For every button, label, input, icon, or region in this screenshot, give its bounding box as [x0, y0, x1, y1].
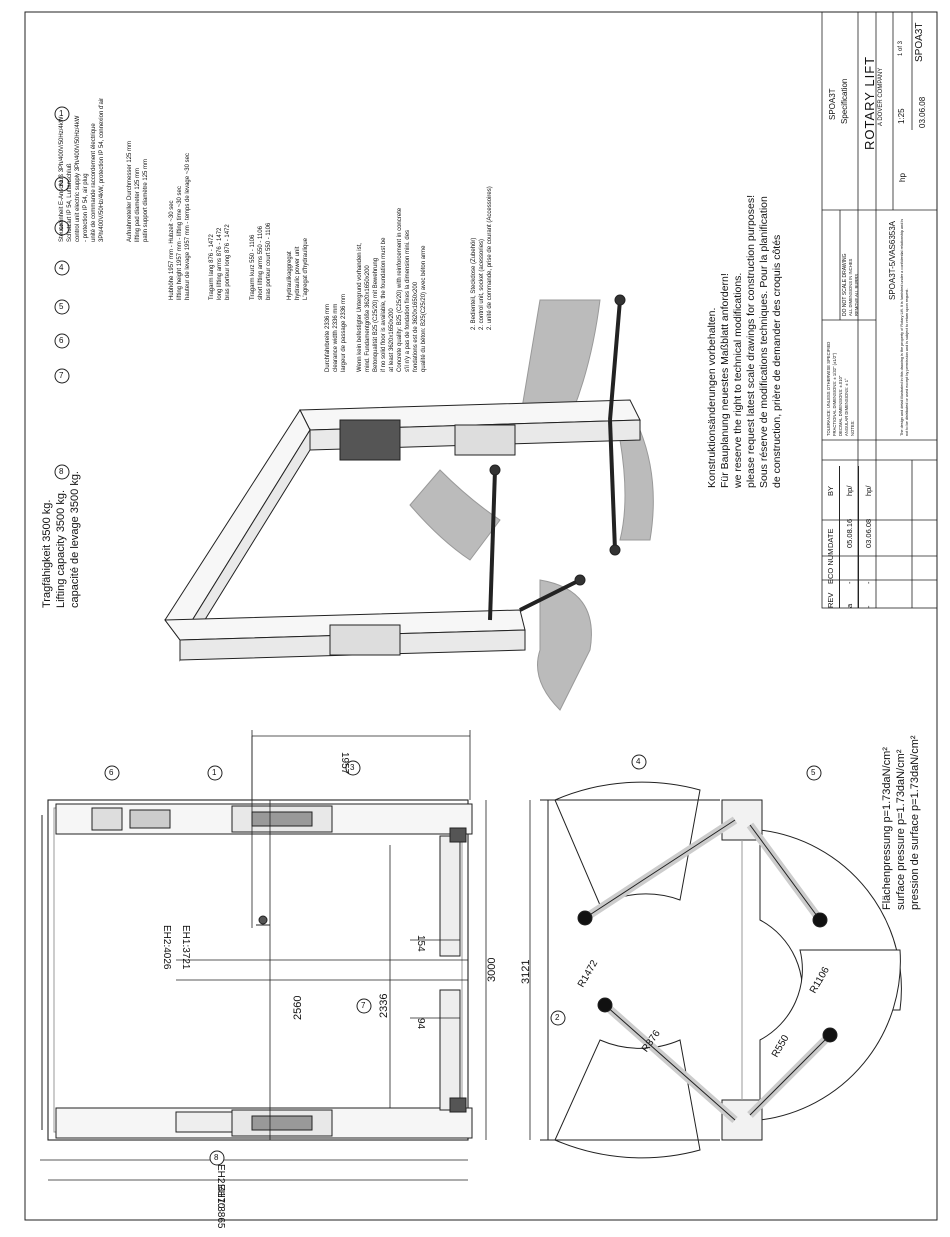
legend-1: Steuereinheit E-Anschluß 3Ph/400V/50Hz/4… — [59, 97, 105, 242]
tb-scale: 1:25 — [897, 108, 906, 124]
modification-notice: Konstruktionsänderungen vorbehalten. Für… — [706, 195, 783, 488]
tb-brand: ROTARY LIFT — [862, 55, 877, 150]
top-view-dimensions — [40, 730, 531, 1181]
tb-doctype: Specification — [840, 78, 849, 124]
callouts — [54, 106, 822, 1166]
legend-7: Durchfahrbreite 2336 mm clearance width … — [325, 207, 427, 372]
dim-3121: 3121 — [520, 959, 532, 984]
callout-4-armview: 4 — [636, 757, 641, 766]
rev-header: REV ECO NUM DATE BY — [822, 466, 840, 608]
rev-row-2: - - 03.06.08 hp/ — [863, 485, 873, 608]
tb-date: 03.06.08 — [918, 96, 927, 128]
title-block-frame — [821, 11, 938, 609]
legend-6: Hydraulikaggregat hydraulic power unit L… — [287, 237, 309, 300]
tb-product: SPOA3T — [828, 88, 837, 120]
dim-1957: 1957 — [339, 752, 350, 775]
tb-sheet: 1 of 3 — [898, 40, 904, 56]
callout-3-topview: 3 — [350, 763, 355, 772]
dim-eh1-3865: EH1:3865 — [215, 1184, 226, 1229]
callout-5: 5 — [59, 302, 64, 311]
surface-pressure: Flächenpressung p=1.73daN/cm² surface pr… — [881, 735, 921, 910]
callout-6: 6 — [59, 336, 64, 345]
callout-3: 3 — [59, 223, 64, 232]
dim-2336: 2336 — [378, 993, 390, 1018]
rev-row-1: a - 05.08.16 hp/ — [840, 466, 859, 608]
legend-8: 2. Bedienteil, Steckdose (Zubehör) 2. co… — [471, 186, 493, 330]
capacity-text: Tragfähigkeit 3500 kg. Lifting capacity … — [40, 471, 82, 608]
capacity-en: Lifting capacity 3500 kg. — [55, 489, 67, 608]
callout-8: 8 — [59, 467, 64, 476]
tb-drawn-by: hp — [898, 173, 907, 182]
tb-confidential: The design and detail illustrated in thi… — [900, 218, 909, 436]
dim-3000: 3000 — [486, 957, 498, 982]
legend-4: Tragarm lang 876 - 1472 long lifting arm… — [209, 224, 231, 300]
callout-4: 4 — [59, 263, 64, 272]
callout-5-armview: 5 — [811, 768, 816, 777]
callout-7: 7 — [59, 371, 64, 380]
legend-5: Tragarm kurz 550 - 1106 short lifting ar… — [250, 222, 272, 300]
callout-1: 1 — [59, 109, 64, 118]
capacity-fr: capacité de levage 3500 kg. — [69, 471, 81, 608]
revision-table: REV ECO NUM DATE BY a - 05.08.16 hp/ - -… — [822, 466, 877, 608]
legend-3: Hubhöhe 1957 mm - Hubzeit ~30 sec liftin… — [169, 153, 191, 300]
arm-swing-view — [540, 781, 902, 1159]
capacity-de: Tragfähigkeit 3500 kg. — [41, 499, 53, 608]
isometric-view — [164, 294, 654, 711]
callout-6-topview: 6 — [109, 768, 114, 777]
dim-eh2-4026: EH2:4026 — [161, 925, 172, 970]
top-view — [41, 799, 473, 1141]
dim-94: 94 — [415, 1018, 426, 1030]
tb-tolerance: TOLERANCE: UNLESS OTHERWISE SPECIFIED FR… — [826, 341, 855, 436]
dim-eh1-3721: EH1:3721 — [180, 925, 191, 970]
tb-scale-notes: DO NOT SCALE DRAWING ALL DIMENSIONS IN I… — [842, 253, 859, 316]
sheet-border — [24, 11, 938, 1221]
callout-8-topview: 8 — [214, 1153, 219, 1162]
dim-154: 154 — [415, 935, 426, 952]
callout-1-topview: 1 — [212, 768, 217, 777]
dim-2560: 2560 — [292, 995, 304, 1020]
legend-2: Aufnahmeteller Durchmesser 125 mm liftin… — [127, 140, 149, 242]
tb-drawing-no: SPOA3T-5/VAS6353A — [888, 220, 897, 300]
callout-2: 2 — [59, 179, 64, 188]
tb-doc-id: SPOA3T — [914, 22, 925, 62]
tb-brand-sub: A DOVER COMPANY — [878, 67, 884, 126]
callout-2-armview: 2 — [555, 1013, 560, 1022]
callout-7-topview: 7 — [361, 1001, 366, 1010]
